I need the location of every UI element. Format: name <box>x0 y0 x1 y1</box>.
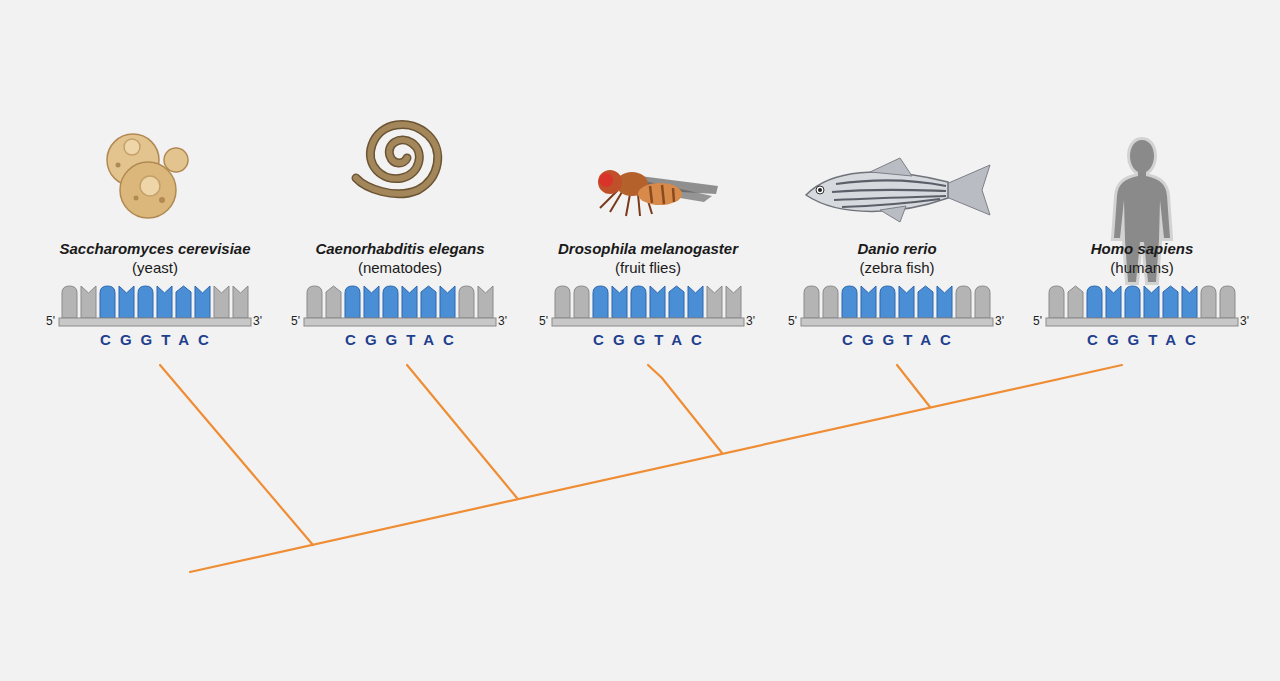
strand-end: 5' <box>291 314 300 328</box>
base-highlighted <box>138 286 153 318</box>
base <box>307 286 322 318</box>
species-name: Saccharomyces cerevisiae <box>60 240 251 258</box>
base-highlighted <box>157 286 172 318</box>
common-name: (yeast) <box>132 259 178 277</box>
base <box>823 286 838 318</box>
base <box>707 286 722 318</box>
base-highlighted <box>100 286 115 318</box>
common-name: (humans) <box>1110 259 1173 277</box>
base-highlighted <box>880 286 895 318</box>
base-highlighted <box>1087 286 1102 318</box>
nematode-icon <box>356 125 438 194</box>
base-highlighted <box>1125 286 1140 318</box>
base-highlighted <box>669 286 684 318</box>
strand-end: 5' <box>1033 314 1042 328</box>
base <box>1049 286 1064 318</box>
fruit-fly-icon <box>598 170 718 216</box>
base-highlighted <box>612 286 627 318</box>
base-highlighted <box>383 286 398 318</box>
species-name: Drosophila melanogaster <box>558 240 738 258</box>
sequence: CGGTAC <box>100 331 218 349</box>
base <box>478 286 493 318</box>
strand-end: 5' <box>539 314 548 328</box>
backbone <box>552 318 744 326</box>
strand-end: 3' <box>746 314 755 328</box>
base-highlighted <box>195 286 210 318</box>
base <box>81 286 96 318</box>
base <box>214 286 229 318</box>
base <box>1068 286 1083 318</box>
sequence: CGGTAC <box>345 331 463 349</box>
dna-strips <box>59 286 1238 326</box>
base-highlighted <box>650 286 665 318</box>
backbone <box>304 318 496 326</box>
species-name: Homo sapiens <box>1091 240 1194 258</box>
dna-strand <box>304 286 496 326</box>
base-highlighted <box>119 286 134 318</box>
backbone <box>1046 318 1238 326</box>
base <box>804 286 819 318</box>
base-highlighted <box>842 286 857 318</box>
base <box>975 286 990 318</box>
zebra-fish-icon <box>806 158 990 222</box>
base-highlighted <box>176 286 191 318</box>
base <box>956 286 971 318</box>
dna-strand <box>1046 286 1238 326</box>
dna-strand <box>59 286 251 326</box>
base-highlighted <box>1106 286 1121 318</box>
dna-strand <box>552 286 744 326</box>
base-highlighted <box>345 286 360 318</box>
common-name: (zebra fish) <box>859 259 934 277</box>
base-highlighted <box>861 286 876 318</box>
base-highlighted <box>402 286 417 318</box>
base <box>459 286 474 318</box>
sequence: CGGTAC <box>842 331 960 349</box>
strand-end: 5' <box>46 314 55 328</box>
base-highlighted <box>1182 286 1197 318</box>
base-highlighted <box>593 286 608 318</box>
base <box>555 286 570 318</box>
common-name: (fruit flies) <box>615 259 681 277</box>
base-highlighted <box>421 286 436 318</box>
sequence: CGGTAC <box>1087 331 1205 349</box>
base-highlighted <box>364 286 379 318</box>
yeast-icon <box>107 134 188 218</box>
strand-end: 3' <box>995 314 1004 328</box>
base-highlighted <box>899 286 914 318</box>
base-highlighted <box>688 286 703 318</box>
species-name: Danio rerio <box>857 240 936 258</box>
strand-end: 5' <box>788 314 797 328</box>
base <box>326 286 341 318</box>
sequence: CGGTAC <box>593 331 711 349</box>
base-highlighted <box>631 286 646 318</box>
base-highlighted <box>440 286 455 318</box>
base <box>62 286 77 318</box>
strand-end: 3' <box>1240 314 1249 328</box>
backbone <box>801 318 993 326</box>
strand-end: 3' <box>498 314 507 328</box>
common-name: (nematodes) <box>358 259 442 277</box>
dna-strand <box>801 286 993 326</box>
base <box>233 286 248 318</box>
base <box>1201 286 1216 318</box>
species-name: Caenorhabditis elegans <box>315 240 484 258</box>
base <box>726 286 741 318</box>
base-highlighted <box>937 286 952 318</box>
base <box>574 286 589 318</box>
base-highlighted <box>1144 286 1159 318</box>
backbone <box>59 318 251 326</box>
base-highlighted <box>1163 286 1178 318</box>
strand-end: 3' <box>253 314 262 328</box>
base-highlighted <box>918 286 933 318</box>
phylogenetic-tree <box>160 365 1122 572</box>
base <box>1220 286 1235 318</box>
